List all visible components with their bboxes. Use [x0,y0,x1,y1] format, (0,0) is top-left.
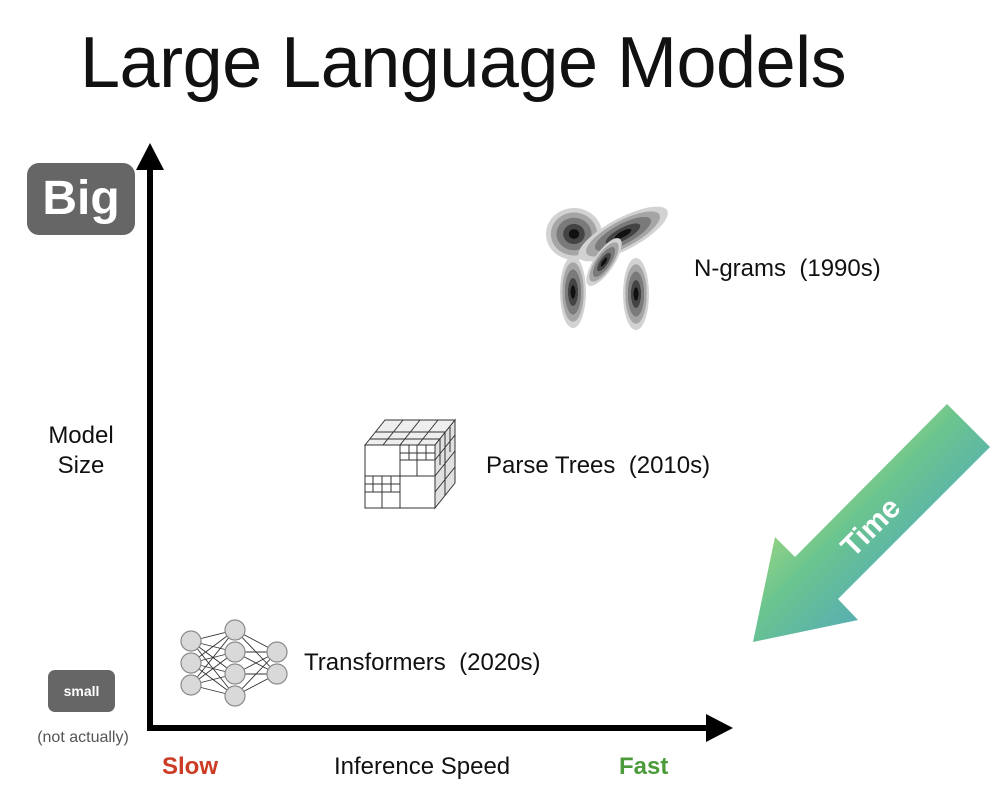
parse-trees-label: Parse Trees (2010s) [486,451,710,481]
gaussian-blobs-icon [546,206,668,330]
x-axis-label: Inference Speed [334,753,511,780]
small-badge: small [48,670,115,712]
x-axis-fast-label: Fast [619,753,669,780]
slide-title: Large Language Models [80,23,847,103]
ngrams-label: N-grams (1990s) [694,254,881,284]
neural-network-icon [180,619,288,707]
ngrams-period: (1990s) [799,255,881,282]
x-axis [147,714,733,742]
transformers-period: (2020s) [459,649,541,676]
small-note: (not actually) [37,729,129,746]
ngrams-name: N-grams [694,255,787,282]
transformers-name: Transformers [304,649,446,676]
transformers-label: Transformers (2020s) [304,648,541,678]
partitioned-cube-icon [363,418,457,510]
y-axis-label: Model Size [48,422,114,479]
y-axis [136,143,164,728]
big-badge: Big [27,163,135,235]
x-axis-slow-label: Slow [162,753,219,780]
time-arrow [753,404,990,642]
parse-trees-period: (2010s) [628,452,711,479]
parse-trees-name: Parse Trees [486,452,616,479]
